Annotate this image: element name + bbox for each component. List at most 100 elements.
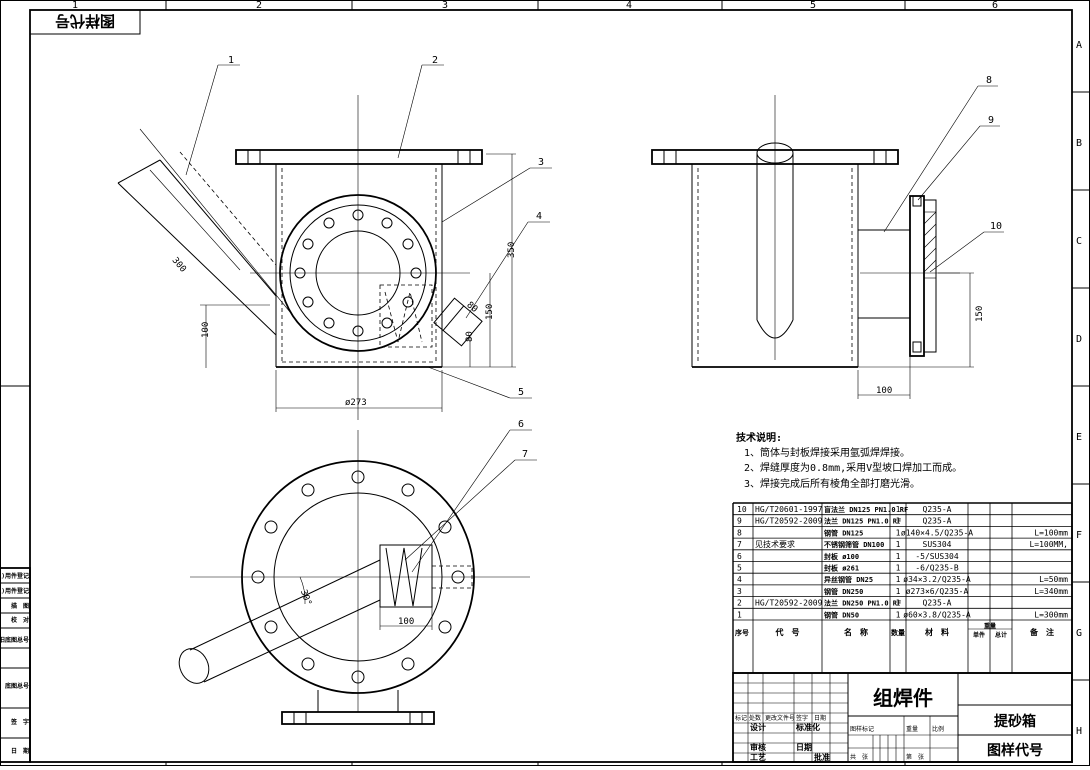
svg-text:5: 5 — [518, 387, 524, 398]
svg-text:3、焊接完成后所有棱角全部打磨光滑。: 3、焊接完成后所有棱角全部打磨光滑。 — [744, 477, 920, 490]
svg-text:8: 8 — [986, 75, 992, 86]
bom-cell-index: 1 — [737, 610, 742, 619]
bom-cell-name: 法兰 DN250 PN1.0 RF — [824, 599, 901, 608]
svg-text:借(通)用件登记: 借(通)用件登记 — [0, 572, 29, 580]
svg-text:E: E — [1076, 432, 1082, 443]
bom-cell-qty: 1 — [896, 610, 901, 619]
bom-cell-index: 4 — [737, 575, 742, 584]
bom-header-total: 总计 — [995, 631, 1007, 639]
svg-text:处数: 处数 — [749, 714, 761, 722]
svg-text:标记: 标记 — [735, 714, 747, 722]
svg-text:2: 2 — [256, 0, 262, 11]
stamp-box — [29, 9, 141, 35]
leaders — [185, 64, 1004, 573]
svg-text:日期: 日期 — [814, 714, 826, 722]
svg-text:4: 4 — [626, 0, 632, 11]
bom-cell-material: SUS304 — [923, 540, 952, 549]
svg-text:300: 300 — [170, 256, 188, 275]
svg-text:签 字: 签 字 — [10, 718, 29, 726]
dimension-texts: 300 100 ø273 350 150 80 80 150 100 100 3… — [170, 242, 985, 627]
svg-text:100: 100 — [398, 617, 414, 627]
svg-text:5: 5 — [810, 0, 816, 11]
bom-cell-material: ø34×3.2/Q235-A — [903, 575, 971, 584]
part-type: 组焊件 — [873, 686, 933, 710]
plan-view — [178, 430, 530, 725]
svg-text:第 张: 第 张 — [906, 753, 924, 761]
bom-cell-index: 3 — [737, 587, 742, 596]
bom-cell-material: Q235-A — [923, 599, 952, 608]
bom-cell-name: 封板 ø261 — [824, 564, 859, 573]
svg-text:150: 150 — [975, 306, 985, 322]
svg-text:工艺: 工艺 — [750, 752, 766, 762]
bom-header-code: 代 号 — [775, 627, 800, 637]
svg-text:ø273: ø273 — [345, 398, 367, 408]
svg-text:比例: 比例 — [932, 725, 944, 733]
left-strip: 借(通)用件登记 借(通)用件登记 旧底图总号 描 图 校 对 底图总号 签 字… — [0, 567, 31, 763]
bom-cell-qty: 1 — [896, 540, 901, 549]
bom-header-material: 材 料 — [925, 627, 949, 637]
svg-text:2、焊缝厚度为0.8mm,采用V型坡口焊加工而成。: 2、焊缝厚度为0.8mm,采用V型坡口焊加工而成。 — [744, 461, 962, 474]
svg-text:设计: 设计 — [750, 722, 766, 732]
svg-text:日期: 日期 — [796, 742, 812, 752]
bom-cell-material: Q235-A — [923, 517, 952, 526]
svg-text:重量: 重量 — [906, 725, 918, 733]
svg-text:1: 1 — [228, 55, 234, 66]
svg-text:1: 1 — [72, 0, 78, 11]
bom-cell-material: ø140×4.5/Q235-A — [901, 528, 973, 537]
bom-cell-qty: 1 — [896, 528, 901, 537]
zone-labels: 1 2 3 4 5 6 A B C D E F G H — [72, 0, 1082, 737]
bom-cell-note: L=300mm — [1034, 610, 1068, 619]
bom-header-qty: 数量 — [891, 628, 905, 637]
svg-text:3: 3 — [442, 0, 448, 11]
svg-text:描 图: 描 图 — [11, 602, 29, 610]
bom-header-name: 名 称 — [844, 627, 868, 637]
svg-text:6: 6 — [992, 0, 998, 11]
bom-cell-note: L=100MM, — [1029, 540, 1068, 549]
bom-cell-qty: 1 — [896, 552, 901, 561]
bom-cell-index: 8 — [737, 528, 742, 537]
svg-text:1、筒体与封板焊接采用氩弧焊焊接。: 1、筒体与封板焊接采用氩弧焊焊接。 — [744, 446, 910, 459]
bom-cell-note: L=100mm — [1034, 528, 1068, 537]
svg-text:C: C — [1076, 236, 1082, 247]
stamp-text: 图样代号 — [55, 12, 115, 30]
bom-cell-name: 封板 ø100 — [824, 552, 859, 561]
bom-cell-qty: 1 — [896, 575, 901, 584]
bom-cell-qty: 1 — [896, 517, 901, 526]
bom-cell-index: 6 — [737, 552, 742, 561]
svg-text:H: H — [1076, 726, 1082, 737]
bom-cell-qty: 1 — [896, 587, 901, 596]
svg-text:B: B — [1076, 138, 1082, 149]
bom-cell-material: ø60×3.8/Q235-A — [903, 610, 971, 619]
svg-text:共 张: 共 张 — [850, 753, 868, 761]
svg-text:30°: 30° — [298, 589, 313, 608]
svg-text:350: 350 — [507, 242, 517, 258]
bom-cell-code: HG/T20601-1997 — [755, 505, 823, 514]
svg-text:F: F — [1076, 530, 1082, 541]
bom-cell-qty: 1 — [896, 505, 901, 514]
drawing-code: 图样代号 — [987, 742, 1043, 759]
balloon-numbers: 1 2 3 4 5 6 7 8 9 10 — [228, 55, 1002, 460]
svg-text:3: 3 — [538, 157, 544, 168]
svg-text:G: G — [1076, 628, 1082, 639]
svg-text:旧底图总号: 旧底图总号 — [0, 636, 29, 644]
bom-cell-name: 钢管 DN250 — [824, 587, 863, 596]
svg-text:校 对: 校 对 — [11, 616, 29, 624]
svg-text:150: 150 — [485, 304, 495, 320]
bom-cell-qty: 1 — [896, 564, 901, 573]
bom-cell-material: ø273×6/Q235-A — [906, 587, 969, 596]
bom-cell-material: -6/Q235-B — [915, 564, 959, 573]
bom-cell-index: 7 — [737, 540, 742, 549]
bom-header-note: 备 注 — [1029, 627, 1054, 637]
bom-cell-material: -5/SUS304 — [915, 552, 959, 561]
svg-text:9: 9 — [988, 115, 994, 126]
front-view — [117, 95, 516, 420]
bom-cell-note: L=340mm — [1034, 587, 1068, 596]
bom-cell-code: 见技术要求 — [755, 539, 795, 549]
svg-text:6: 6 — [518, 419, 524, 430]
svg-text:A: A — [1076, 40, 1082, 51]
svg-text:更改文件号: 更改文件号 — [765, 714, 795, 722]
